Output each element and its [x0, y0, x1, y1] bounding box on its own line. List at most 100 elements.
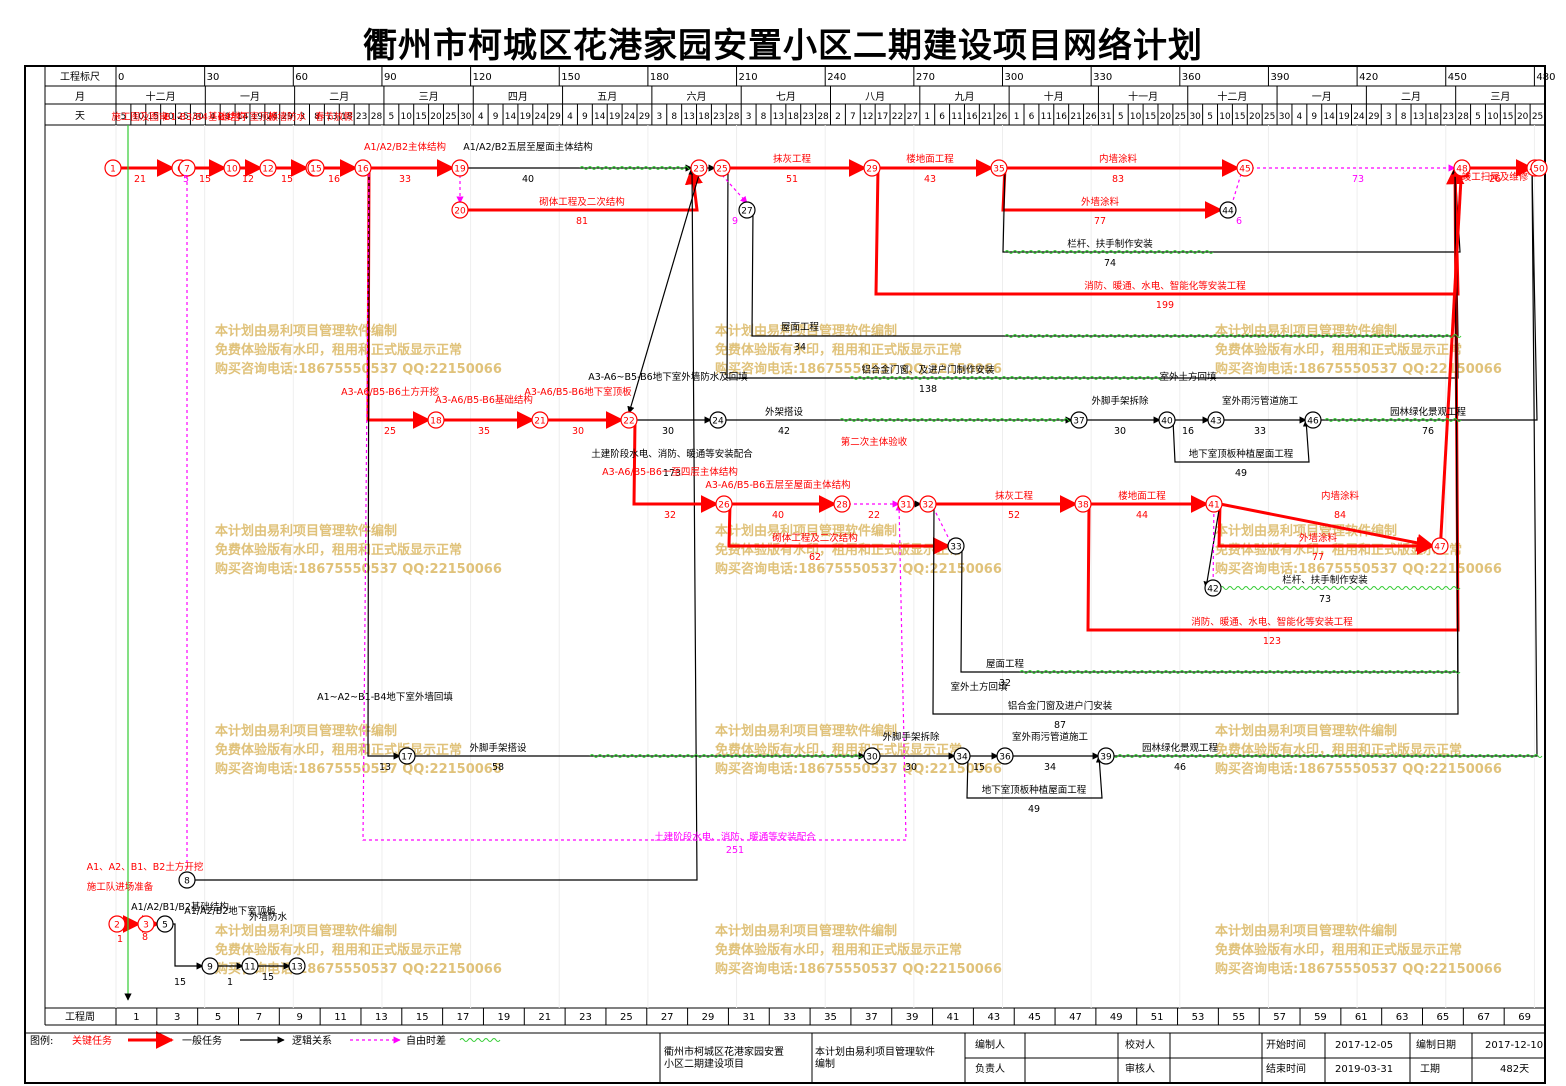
activity-name: A1~A2~B1-B4地下室外墙回填: [317, 691, 453, 703]
activity-name: A1/A2/B2地下室顶板: [184, 905, 276, 917]
day-cell: 21: [981, 112, 992, 122]
outer-frame: [24, 65, 1546, 1084]
day-cell: 3: [299, 112, 305, 122]
day-cell: 7: [850, 112, 856, 122]
scale-tick: 270: [916, 72, 935, 83]
day-cell: 4: [478, 112, 484, 122]
activity-name: B1-B3/B4基础结构: [164, 111, 246, 123]
day-cell: 30: [192, 112, 204, 122]
footer-software: 本计划由易利项目管理软件: [815, 1045, 935, 1058]
month-cell: 十一月: [1128, 90, 1158, 103]
node-number: 35: [993, 165, 1004, 175]
float-value: 5: [183, 174, 189, 185]
watermark-line: 免费体验版有水印，租用和正式版显示正常: [215, 342, 462, 358]
watermark-line: 免费体验版有水印，租用和正式版显示正常: [215, 542, 462, 558]
free-float-wave: [589, 754, 863, 758]
network-node: [108, 915, 126, 933]
activity-duration: 15: [262, 972, 274, 983]
logic-link: [721, 174, 748, 204]
activity-duration: 123: [1263, 636, 1281, 647]
watermark-line: 免费体验版有水印，租用和正式版显示正常: [715, 542, 962, 558]
activity-duration: 62: [809, 552, 821, 563]
activity-arrow: [466, 166, 703, 212]
activity-name: 竣工扫尾及维修: [1462, 171, 1529, 183]
week-cell: 63: [1396, 1012, 1409, 1023]
scale-tick: 330: [1093, 72, 1112, 83]
activity-name: 外墙涂料: [1081, 196, 1120, 208]
activity-name: 内墙涂料: [1321, 490, 1360, 502]
watermark-line: 购买咨询电话:18675550537 QQ:22150066: [215, 361, 502, 377]
week-cell: 61: [1355, 1012, 1368, 1023]
activity-duration: 12: [242, 174, 254, 185]
node-number: 5: [162, 921, 168, 931]
node-number: 33: [950, 543, 961, 553]
activity-name: 屋面工程: [986, 659, 1025, 670]
day-cell: 8: [671, 112, 677, 122]
watermark-line: 购买咨询电话:18675550537 QQ:22150066: [1215, 961, 1502, 977]
day-cell: 24: [624, 112, 636, 122]
free-float-wave: [1004, 334, 1462, 338]
logic-link: [1438, 159, 1471, 554]
activity-duration: 42: [778, 426, 790, 437]
activity-name: A3-A6/B5-B6一至四层主体结构: [602, 466, 738, 478]
node-number: 18: [430, 417, 442, 427]
network-node: [156, 915, 174, 933]
activity-name: 内墙涂料: [1099, 153, 1138, 165]
network-node: [451, 159, 469, 177]
week-cell: 5: [215, 1012, 221, 1023]
activity-duration: 40: [772, 510, 784, 521]
day-cell: 18: [788, 112, 800, 122]
activity-duration: 13: [379, 762, 391, 773]
scale-tick: 210: [739, 72, 758, 83]
day-cell: 19: [609, 112, 621, 122]
network-node: [1205, 495, 1223, 513]
month-cell: 八月: [865, 91, 885, 103]
activity-name: 室外土方回填: [950, 681, 1008, 693]
network-node: [1530, 159, 1548, 177]
logic-link: [927, 496, 957, 554]
activity-name: 砌体工程及二次结构: [772, 532, 858, 544]
day-cell: 20: [430, 112, 442, 122]
activity-arrow: [932, 167, 1459, 715]
day-cell: 23: [1443, 112, 1454, 122]
activity-duration: 32: [664, 510, 676, 521]
network-node: [201, 957, 219, 975]
node-number: 8: [184, 877, 190, 887]
activity-name: 外脚手架搭设: [469, 742, 527, 754]
activity-duration: 46: [1174, 762, 1186, 773]
day-cell: 3: [1386, 112, 1392, 122]
watermark-line: 本计划由易利项目管理软件编制: [715, 323, 897, 339]
network-node: [1204, 579, 1222, 597]
week-cell: 59: [1314, 1012, 1327, 1023]
activity-duration: 30: [572, 426, 584, 437]
watermark-line: 免费体验版有水印，租用和正式版显示正常: [715, 942, 962, 958]
free-float-wave: [1109, 754, 1543, 758]
activity-arrow: [632, 419, 719, 513]
month-cell: 一月: [1312, 91, 1332, 103]
day-cell: 14: [1323, 112, 1335, 122]
watermark-line: 本计划由易利项目管理软件编制: [715, 523, 897, 539]
node-number: 23: [693, 165, 704, 175]
month-cell: 三月: [1490, 91, 1510, 103]
activity-name: 外墙防水: [268, 111, 307, 123]
node-number: 21: [534, 417, 545, 427]
page-title: 衢州市柯城区花港家园安置小区二期建设项目网络计划: [363, 26, 1203, 66]
activity-name: 园林绿化景观工程: [1142, 742, 1219, 754]
activity-name: A3-A6/B5-B6土方开挖: [341, 386, 439, 398]
day-cell: 9: [493, 112, 499, 122]
week-cell: 35: [824, 1012, 837, 1023]
activity-duration: 44: [1136, 510, 1148, 521]
activity-duration: 58: [492, 762, 504, 773]
scale-tick: 30: [207, 72, 220, 83]
node-number: 32: [922, 501, 933, 511]
week-cell: 57: [1273, 1012, 1286, 1023]
activity-duration: 81: [576, 216, 588, 227]
activity-duration: 77: [1094, 216, 1106, 227]
day-cell: 9: [582, 112, 588, 122]
node-number: 38: [1077, 501, 1089, 511]
footer-cell: 校对人: [1125, 1038, 1155, 1051]
node-number: 26: [718, 501, 730, 511]
activity-name: 施工队进场准备: [87, 881, 154, 893]
day-cell: 1: [924, 112, 930, 122]
day-cell: 28: [817, 112, 829, 122]
